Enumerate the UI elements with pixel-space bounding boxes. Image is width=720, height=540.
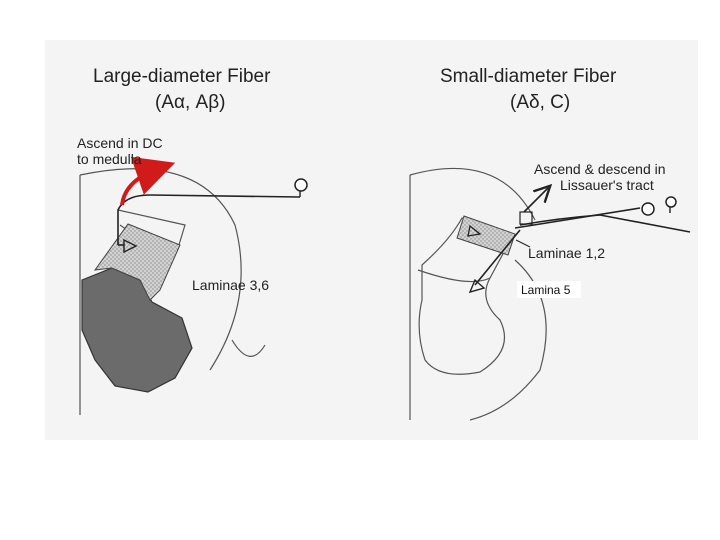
right-lissauer-arrow (523, 188, 548, 213)
right-title-line1: Small-diameter Fiber (440, 66, 617, 87)
right-ganglion-cell-2 (665, 196, 677, 208)
right-panel: Small-diameter Fiber (Aδ, C) Ascend & de… (409, 66, 691, 421)
left-cord-outer-curve (231, 339, 266, 357)
right-title-line2: (Aδ, C) (510, 92, 570, 113)
right-laminae-region (456, 215, 516, 256)
left-ganglion-cell (294, 178, 308, 192)
right-lamina12-terminal (467, 224, 482, 237)
left-fiber-terminal (123, 238, 138, 254)
right-gray-matter (418, 217, 513, 375)
left-large-fiber (117, 194, 301, 245)
left-ascend-line1: Ascend in DC (77, 135, 163, 151)
right-laminae-label: Laminae 1,2 (528, 245, 605, 261)
right-ganglion-cell-1 (641, 202, 655, 216)
right-ascend-line1: Ascend & descend in (534, 161, 666, 177)
left-ascend-line2: to medulla (77, 151, 142, 167)
right-ascend-line2: Lissauer's tract (560, 177, 654, 193)
right-laminae-pointer (515, 239, 531, 248)
right-gray-inner (417, 269, 491, 283)
left-laminae-region (93, 223, 181, 301)
right-fiber-upper (514, 207, 641, 229)
right-spinal-cord-outline (409, 167, 536, 221)
right-tract-box (519, 211, 533, 225)
right-lamina5-terminal (468, 278, 486, 294)
left-title-line2: (Aα, Aβ) (155, 92, 225, 113)
left-red-ascend-arrow (120, 156, 176, 206)
left-title-line1: Large-diameter Fiber (93, 66, 271, 87)
left-laminae-label: Laminae 3,6 (192, 277, 269, 293)
right-lamina5-axon (474, 229, 521, 286)
right-lamina5-label: Lamina 5 (521, 283, 571, 297)
left-panel: Large-diameter Fiber (Aα, Aβ) Ascend in … (77, 66, 308, 415)
lamina5-label-bg (517, 281, 581, 298)
